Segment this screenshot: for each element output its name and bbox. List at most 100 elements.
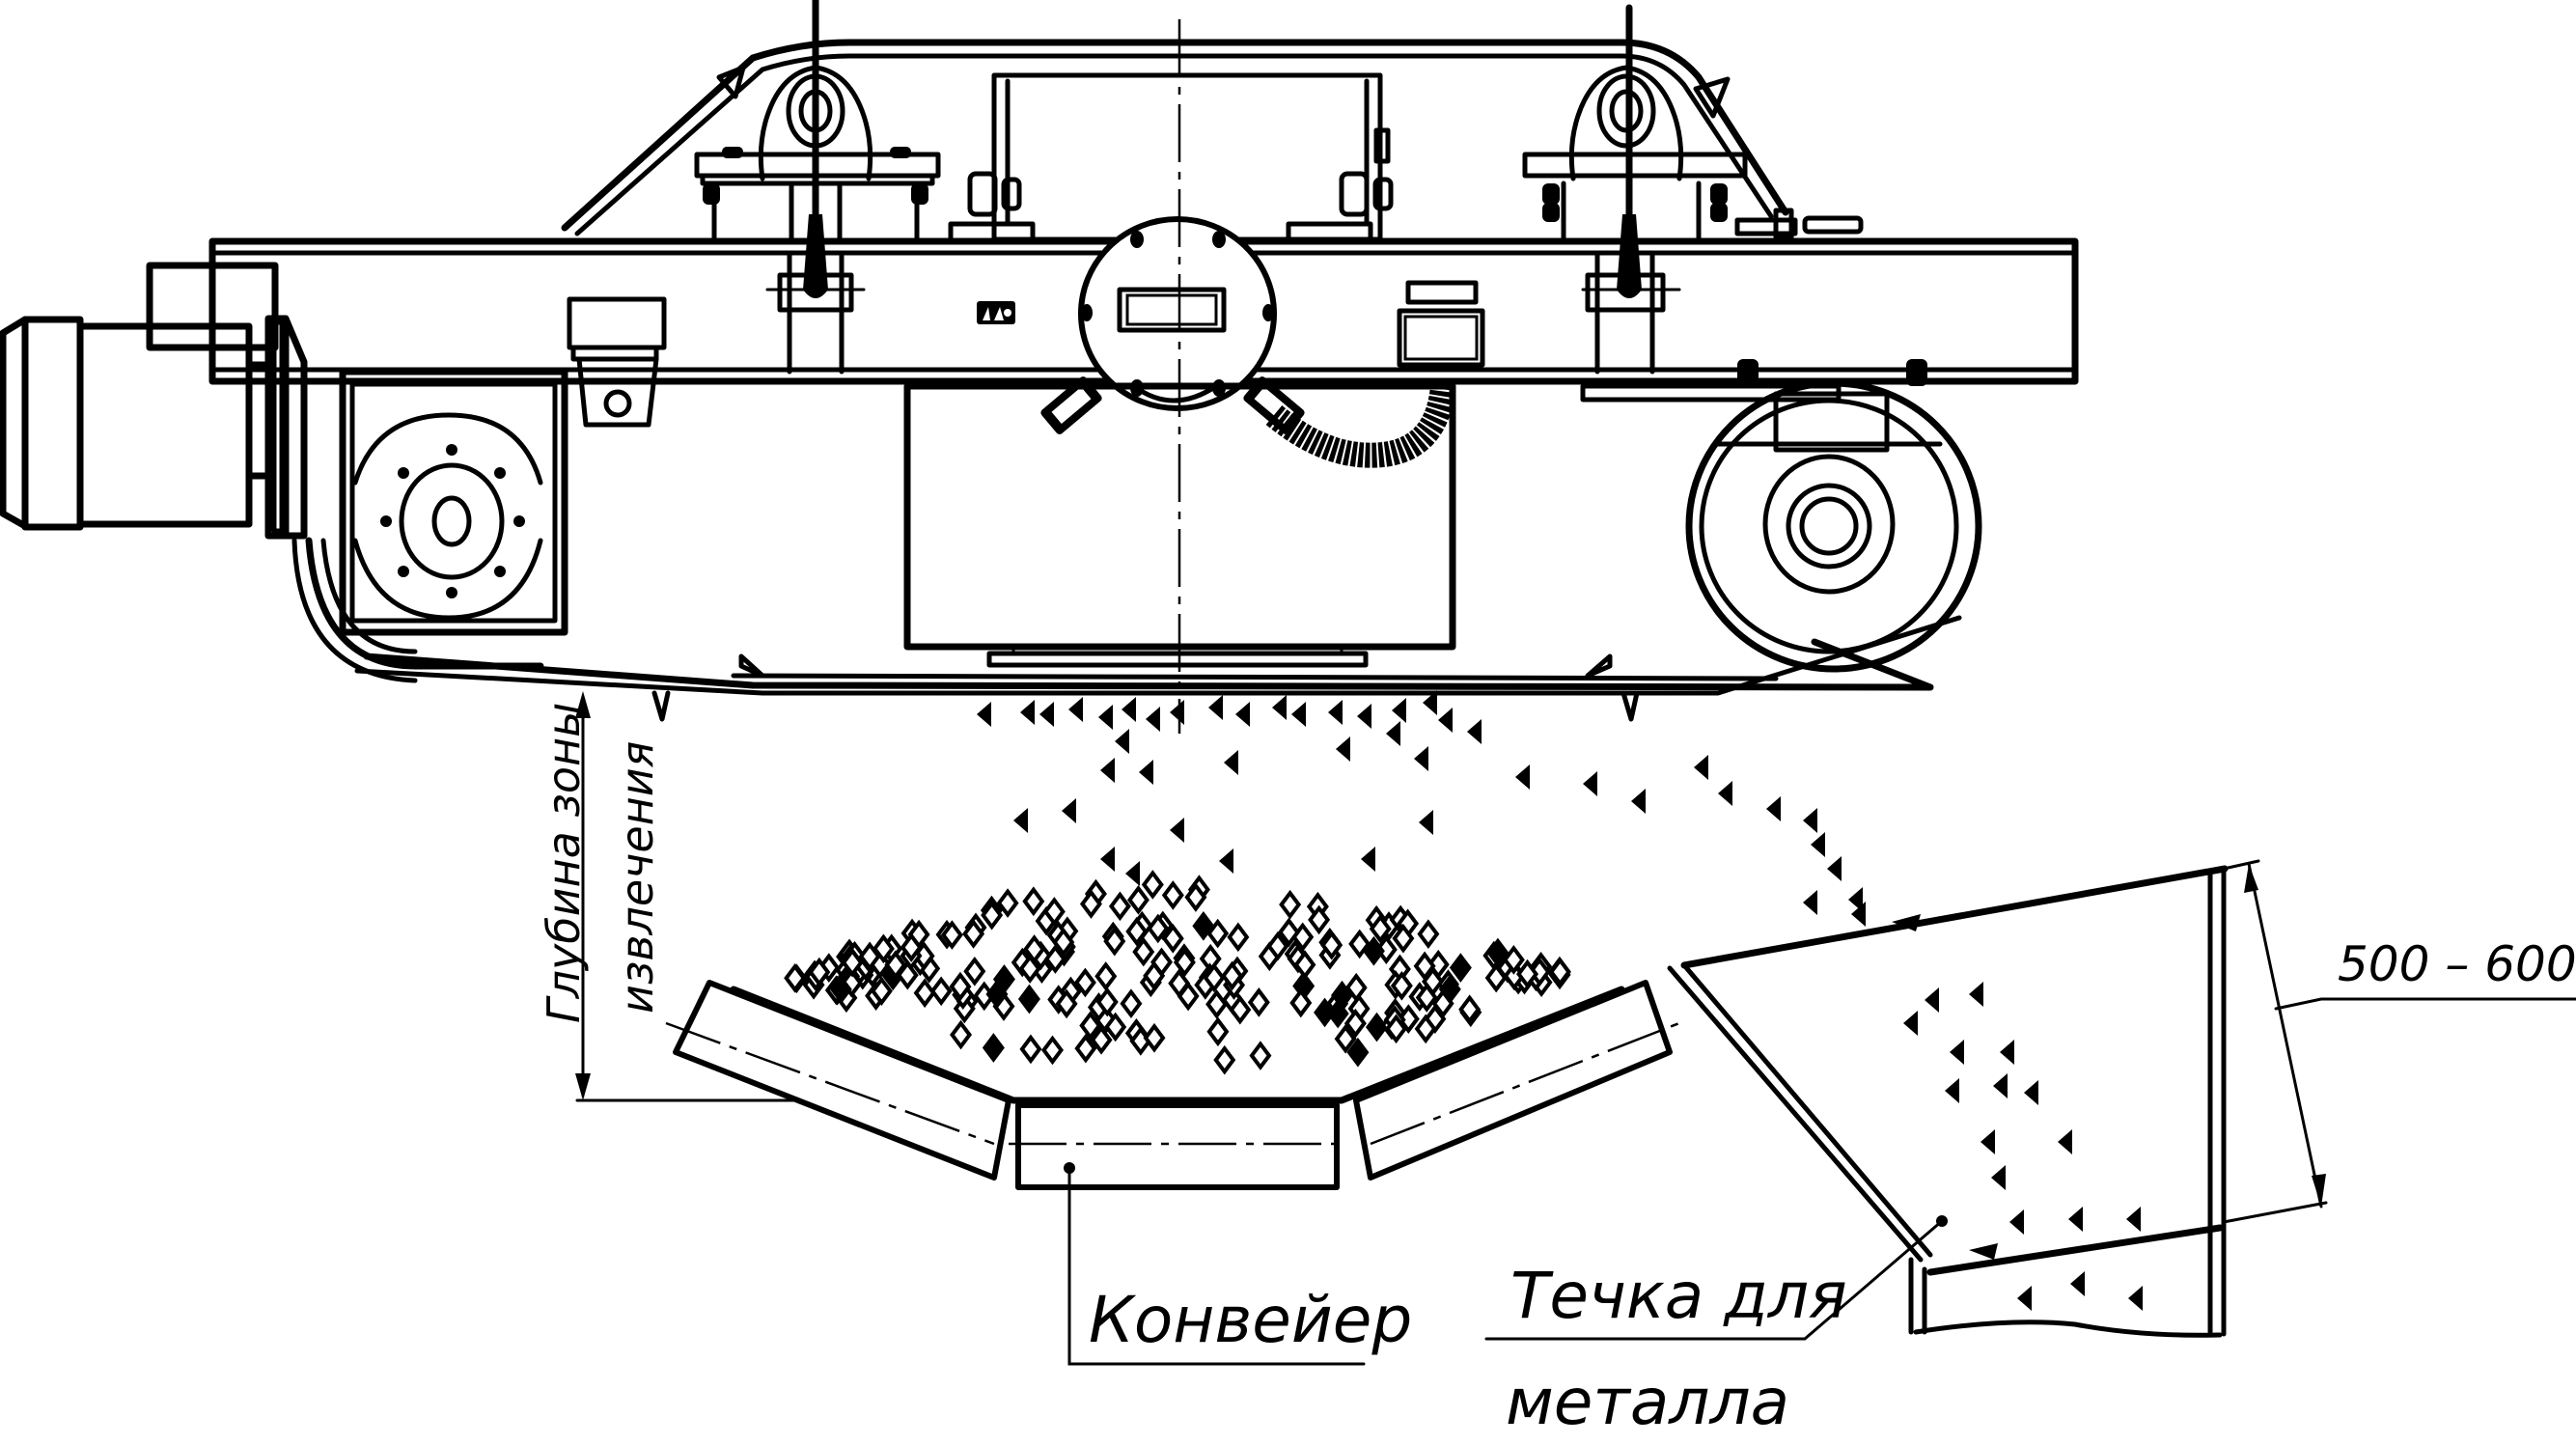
metal-particle <box>1392 698 1406 723</box>
material-lump <box>1392 923 1415 954</box>
metal-particle <box>977 702 991 727</box>
material-lump <box>996 888 1019 918</box>
material-lump <box>1079 889 1102 919</box>
material-lump <box>1279 889 1302 920</box>
material-lump <box>1126 885 1150 915</box>
metal-particle <box>1803 890 1817 915</box>
material-lump <box>1415 983 1438 1013</box>
metal-particle <box>2070 1271 2085 1296</box>
metal-particle <box>1583 771 1597 796</box>
metal-particle <box>1219 848 1233 874</box>
troughed-conveyor <box>665 980 1680 1190</box>
metal-particle <box>2058 1129 2072 1154</box>
metal-particle <box>1062 798 1076 823</box>
material-lump <box>1090 1025 1113 1055</box>
metal-particle <box>1224 750 1238 775</box>
depth-label-line1: Глубина зоны <box>538 703 590 1023</box>
material-lump <box>1438 974 1461 1005</box>
material-lump <box>1074 1033 1097 1064</box>
metal-particle <box>1291 702 1306 727</box>
bulk-material-pile <box>784 870 1571 1075</box>
tail-pulley <box>1580 359 1982 673</box>
metal-particle <box>2000 1040 2014 1065</box>
material-lump <box>1095 986 1119 1017</box>
metal-particle <box>1039 702 1054 727</box>
metal-particle <box>1098 705 1113 730</box>
material-lump <box>884 950 907 981</box>
material-lump <box>1331 980 1354 1011</box>
metal-particle <box>1419 810 1433 835</box>
material-lump <box>1043 944 1066 974</box>
material-lump <box>1108 891 1131 922</box>
metal-particle <box>1386 721 1400 746</box>
material-lump <box>858 941 881 972</box>
material-lump <box>841 947 864 978</box>
metal-particle <box>1208 695 1223 720</box>
metal-particle <box>1100 847 1115 872</box>
material-lump <box>1141 870 1164 900</box>
material-lump <box>784 962 807 993</box>
material-lump <box>1343 1008 1367 1039</box>
material-lump <box>1277 917 1300 948</box>
material-lump <box>1390 970 1413 1001</box>
material-lump <box>1458 994 1482 1025</box>
metal-particle <box>1423 690 1437 715</box>
metal-particle <box>1438 708 1453 733</box>
material-lump <box>1177 981 1200 1012</box>
metal-particle <box>1100 758 1115 783</box>
material-lump <box>1289 987 1313 1018</box>
metal-particle <box>2009 1209 2024 1235</box>
material-lump <box>1073 967 1096 998</box>
metal-particle <box>1170 700 1184 725</box>
worm-gearbox <box>339 368 568 636</box>
metal-particle <box>1020 700 1035 725</box>
metal-particle <box>2024 1080 2038 1105</box>
material-lump <box>1173 947 1196 978</box>
material-lump <box>1449 953 1472 983</box>
conveyor-label: Конвейер <box>1089 1283 1412 1357</box>
material-lump <box>949 971 972 1002</box>
material-lump <box>1147 913 1170 944</box>
material-lump <box>1132 936 1155 967</box>
material-lump <box>1203 962 1226 993</box>
material-lump <box>1314 997 1337 1028</box>
material-lump <box>1184 882 1207 912</box>
material-lump <box>1548 957 1571 987</box>
material-lump <box>962 919 985 949</box>
material-lump <box>1206 1016 1230 1047</box>
material-lump <box>985 979 1009 1010</box>
metal-particle <box>1993 1073 2008 1098</box>
separator-belt-lower <box>354 615 1962 722</box>
depth-label-line2: извлечения <box>611 741 663 1014</box>
conveyor-leader <box>1067 1166 1366 1366</box>
material-lump <box>1120 988 1143 1019</box>
material-lump <box>963 956 986 986</box>
metal-particle <box>2017 1286 2032 1311</box>
material-lump <box>1205 989 1229 1019</box>
metal-particle <box>1969 982 1983 1007</box>
chute-label-line1: Течка для <box>1510 1259 1847 1333</box>
material-lump <box>1334 1023 1357 1054</box>
metal-particle <box>1851 902 1866 927</box>
metal-particle <box>1903 1011 1918 1036</box>
right-bearing-unit <box>1522 65 1864 242</box>
material-lump <box>1161 923 1184 954</box>
metal-particle <box>1125 861 1140 886</box>
material-lump <box>1266 931 1289 961</box>
material-lump <box>1125 916 1149 947</box>
right-lifting-eye <box>1581 214 1681 375</box>
material-lump <box>1143 1022 1166 1053</box>
material-lump <box>900 932 923 962</box>
material-lump <box>1308 904 1331 935</box>
material-lump <box>1385 1014 1408 1044</box>
material-lump <box>1516 959 1539 989</box>
material-lump <box>1103 926 1126 957</box>
material-lump <box>840 968 863 998</box>
material-lump <box>1414 1014 1437 1044</box>
control-box <box>1397 280 1485 368</box>
magnet-hanger-bracket <box>948 72 1394 244</box>
metal-particle <box>1139 760 1153 785</box>
metal-particle <box>1980 1129 1995 1154</box>
metal-particle <box>1115 729 1129 754</box>
